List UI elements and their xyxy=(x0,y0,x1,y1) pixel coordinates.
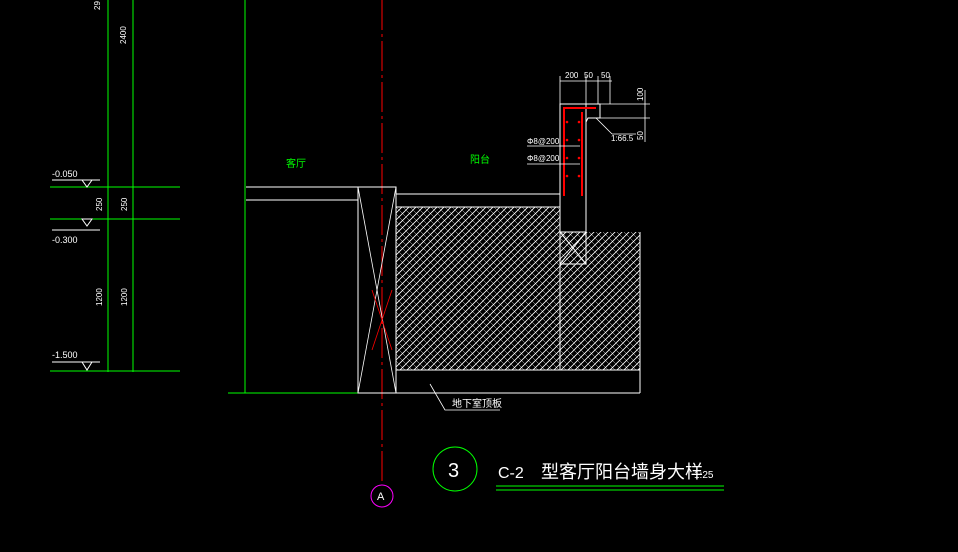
floor-slab xyxy=(246,186,560,208)
room-label-right: 阳台 xyxy=(470,153,490,166)
detail-scale: 1:25 xyxy=(694,470,714,481)
level-marker-3: -1.500 xyxy=(52,350,100,371)
dim-mid-a: 250 xyxy=(95,197,104,211)
basement-roof-label: 地下室顶板 xyxy=(452,397,502,410)
rebar-label-2: Φ8@200 xyxy=(527,154,560,163)
basement-roof-leader xyxy=(429,383,500,411)
detail-number: 3 xyxy=(448,460,459,482)
dim-parapet-h1: 100 xyxy=(636,87,645,101)
room-label-left: 客厅 xyxy=(286,157,306,170)
dim-parapet-w3: 50 xyxy=(601,71,610,80)
dim-parapet-h2: 50 xyxy=(636,131,645,140)
detail-code: C-2 xyxy=(498,465,524,482)
dim-low-a: 1200 xyxy=(95,288,104,306)
level-marker-1: -0.050 xyxy=(52,169,100,188)
left-dimension-chain: 29 2400 250 250 1200 1200 xyxy=(50,0,180,372)
wall-cross-marks xyxy=(357,186,397,394)
level-marker-2: -0.300 xyxy=(52,218,100,245)
axis-label-a: A xyxy=(377,491,385,503)
slope-label: 1:66.5 xyxy=(611,134,634,143)
detail-bubble xyxy=(432,446,478,492)
dim-parapet-w1: 200 xyxy=(565,71,579,80)
dim-low-b: 1200 xyxy=(120,288,129,306)
level-text-2: -0.300 xyxy=(52,235,78,245)
detail-title: 型客厅阳台墙身大样 xyxy=(541,462,703,482)
dim-top-cut: 29 xyxy=(93,1,102,10)
dim-parapet-w2: 50 xyxy=(584,71,593,80)
parapet-rebar xyxy=(563,107,596,196)
rebar-dots xyxy=(565,120,581,178)
rebar-leader-lines xyxy=(527,117,636,165)
axis-bubble-a xyxy=(370,484,394,508)
level-text-3: -1.500 xyxy=(52,350,78,360)
level-text-1: -0.050 xyxy=(52,169,78,179)
parapet-dimensions xyxy=(559,76,650,142)
earth-fill-hatch xyxy=(395,206,641,394)
rebar-label-1: Φ8@200 xyxy=(527,137,560,146)
dim-mid-b: 250 xyxy=(120,197,129,211)
wall-red-cross xyxy=(371,289,393,351)
dim-top-left-a: 2400 xyxy=(119,26,128,44)
